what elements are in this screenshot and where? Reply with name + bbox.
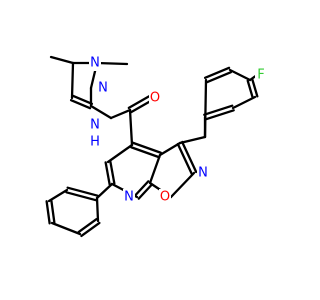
atom-symbol: N [124,190,134,205]
atom-label-background [123,189,135,205]
double-bond-line [104,161,111,186]
double-bond-line [137,183,153,200]
double-bond-line [77,217,98,234]
double-bond-line [203,104,234,116]
atom-symbol: N [90,56,100,71]
bond-layer [45,55,259,238]
double-bond-line [65,191,98,202]
double-bond-line [251,78,259,98]
single-bond [106,143,134,164]
atom-label-n-pyr: N [123,189,135,205]
single-bond [228,68,252,82]
single-bond [231,95,257,110]
double-bond-line [181,140,198,174]
double-bond-line [130,98,154,114]
atom-symbol: O [160,190,170,205]
atom-label-background [255,67,267,83]
double-bond-line [71,94,94,105]
double-bond-line [109,160,116,185]
single-bond [203,78,208,139]
atom-label-n-isox: N [197,165,209,181]
double-bond-line [131,141,162,154]
atom-label-o-isox: O [159,189,171,205]
atom-symbol: F [257,68,264,83]
atom-label-background [159,189,171,205]
atom-label-background [89,55,101,71]
single-bond [49,55,75,65]
atom-label-o-carbonyl: O [149,90,161,106]
double-bond-line [205,71,233,84]
double-bond-line [66,186,99,197]
double-bond-line [127,94,151,110]
single-bond [158,141,182,157]
double-bond-line [134,180,150,197]
atom-label-background [149,90,161,106]
double-bond-line [176,142,193,176]
single-bond [89,104,113,120]
atom-symbol: N [98,81,108,96]
double-bond-line [69,99,92,110]
atom-label-f: F [255,67,267,83]
single-bond [95,182,114,200]
atom-label-n-pz1: N [89,55,101,71]
double-bond-line [204,109,235,121]
atom-label-background [197,165,209,181]
single-bond [70,61,75,100]
atom-label-h-amide: H [89,134,101,150]
double-bond-line [130,146,161,159]
atom-label-background [97,80,109,96]
single-bond [169,171,196,199]
single-bond [178,135,207,145]
single-bond [148,153,162,185]
atom-label-n-amide: N [89,117,101,133]
double-bond-line [50,199,56,224]
double-bond-line [45,200,51,225]
single-bond [95,196,100,223]
single-bond [50,221,82,236]
atom-label-background [89,117,101,133]
single-bond [47,188,69,203]
atom-symbol: N [198,166,208,181]
atom-symbol: H [90,135,100,150]
single-bond [128,108,134,147]
atom-label-background [89,134,101,150]
single-bond [109,108,132,120]
atom-symbol: N [90,118,100,133]
atom-symbol: O [150,91,160,106]
double-bond-line [80,221,101,238]
double-bond-line [246,79,254,99]
single-bond [95,61,129,66]
atom-label-n-pz2: N [97,80,109,96]
double-bond-line [203,66,231,79]
